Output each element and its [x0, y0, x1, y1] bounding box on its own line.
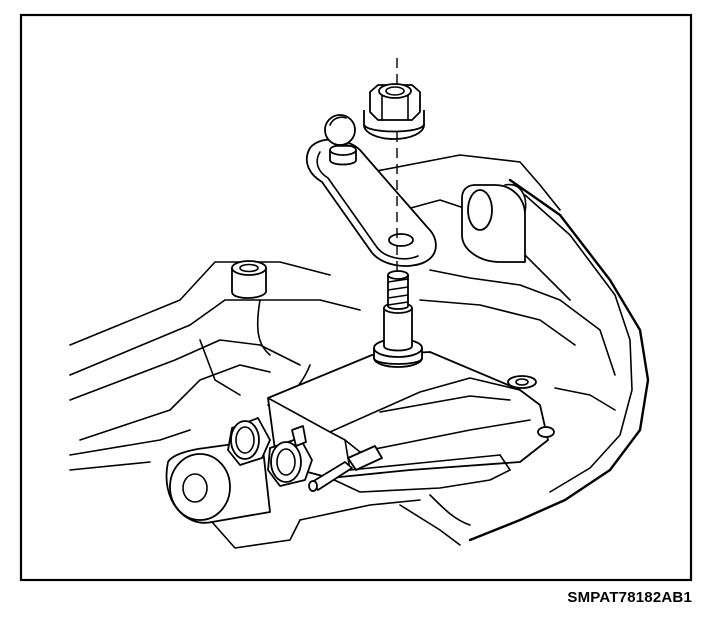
figure-code: SMPAT78182AB1 — [567, 589, 692, 606]
shift-lever — [305, 114, 437, 267]
flange-nut — [363, 83, 425, 140]
switch-body — [227, 351, 555, 493]
figure-frame — [19, 13, 693, 582]
selector-shaft — [373, 270, 423, 368]
transaxle-case — [69, 154, 650, 549]
